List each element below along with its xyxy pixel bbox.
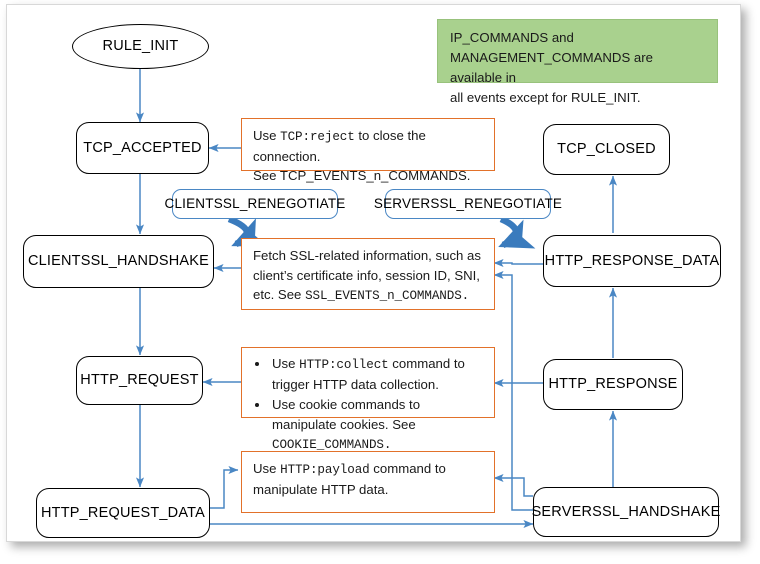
node-http-response[interactable]: HTTP_RESPONSE	[543, 359, 683, 410]
edge-serverssl-handshake-to-payload-note	[493, 473, 533, 497]
node-clientssl-handshake[interactable]: CLIENTSSL_HANDSHAKE	[23, 235, 214, 288]
edge-http-request-data-to-payload-note	[210, 465, 239, 509]
note-tcp-line-2-prefix: See	[253, 168, 280, 184]
note-tcp-line-1: Use TCP:reject to close the connection.	[253, 126, 484, 166]
note-payload-line-1-suffix: command to	[369, 461, 446, 476]
node-serverssl-handshake[interactable]: SERVERSSL_HANDSHAKE	[531, 487, 721, 537]
info-banner-line-3: all events except for RULE_INIT.	[450, 90, 641, 106]
note-http-bullet-2: Use cookie commands to manipulate cookie…	[270, 395, 484, 455]
note-ssl-line-3-prefix: etc. See	[253, 287, 306, 303]
note-payload-line-1-prefix: Use	[253, 461, 281, 476]
node-http-request-data[interactable]: HTTP_REQUEST_DATA	[36, 488, 210, 538]
note-payload-line-1: Use HTTP:payload command to	[253, 459, 484, 480]
node-clientssl-renegotiate-label: CLIENTSSL_RENEGOTIATE	[164, 196, 346, 212]
node-rule-init-label: RULE_INIT	[102, 38, 179, 55]
note-http-bullet-1-suffix: command to trigger HTTP data collection.	[272, 356, 465, 392]
note-cookie-reference: COOKIE_COMMANDS.	[272, 438, 392, 453]
note-http-bullet-2-prefix: Use cookie commands to manipulate cookie…	[272, 397, 421, 432]
node-http-request-data-label: HTTP_REQUEST_DATA	[41, 504, 205, 521]
note-http-bullet-list: Use HTTP:collect command to trigger HTTP…	[253, 354, 484, 455]
node-tcp-closed-label: TCP_CLOSED	[557, 141, 656, 158]
note-ssl-line-1: Fetch SSL-related information, such as	[253, 248, 481, 263]
note-payload-line-2: manipulate HTTP data.	[253, 481, 389, 497]
edge-http-response-data-to-ssl-note	[493, 258, 543, 268]
node-tcp-closed[interactable]: TCP_CLOSED	[543, 124, 670, 175]
node-http-response-data[interactable]: HTTP_RESPONSE_DATA	[543, 235, 721, 287]
node-serverssl-handshake-label: SERVERSSL_HANDSHAKE	[531, 503, 721, 520]
info-banner-line-2: MANAGEMENT_COMMANDS are available in	[450, 50, 653, 86]
note-payload-command: HTTP:payload	[280, 463, 370, 477]
edge-serverssl-renegotiate-hook	[498, 216, 536, 249]
note-tcp-line-2: See TCP_EVENTS_n_COMMANDS.	[253, 166, 484, 186]
edge-serverssl-handshake-to-ssl-note	[493, 270, 533, 511]
note-http-commands: Use HTTP:collect command to trigger HTTP…	[241, 347, 495, 452]
note-http-payload: Use HTTP:payload command to manipulate H…	[241, 451, 495, 513]
note-tcp-line-1-suffix: to close the connection.	[253, 128, 426, 164]
note-http-collect-command: HTTP:collect	[299, 358, 389, 372]
node-http-request-label: HTTP_REQUEST	[80, 372, 199, 389]
node-tcp-accepted[interactable]: TCP_ACCEPTED	[76, 122, 209, 174]
node-clientssl-renegotiate[interactable]: CLIENTSSL_RENEGOTIATE	[165, 189, 345, 219]
note-tcp-reference: TCP_EVENTS_n_COMMANDS.	[279, 168, 471, 184]
node-http-response-data-label: HTTP_RESPONSE_DATA	[544, 252, 720, 269]
info-banner: IP_COMMANDS and MANAGEMENT_COMMANDS are …	[437, 19, 718, 105]
node-serverssl-renegotiate-label: SERVERSSL_RENEGOTIATE	[373, 196, 563, 212]
note-http-bullet-1-prefix: Use	[272, 356, 300, 371]
note-ssl-info: Fetch SSL-related information, such as c…	[241, 238, 495, 310]
note-tcp-command: TCP:reject	[280, 130, 355, 144]
node-tcp-accepted-label: TCP_ACCEPTED	[83, 139, 202, 156]
note-ssl-reference: SSL_EVENTS_n_COMMANDS.	[305, 289, 470, 304]
note-ssl-line-3: etc. See SSL_EVENTS_n_COMMANDS.	[253, 285, 484, 306]
info-banner-line-1: IP_COMMANDS and	[450, 30, 574, 45]
edge-clientssl-renegotiate-hook	[227, 215, 269, 247]
note-ssl-line-2: client’s certificate info, session ID, S…	[253, 267, 480, 283]
node-clientssl-handshake-label: CLIENTSSL_HANDSHAKE	[27, 253, 210, 270]
note-tcp-line-1-prefix: Use	[253, 128, 281, 143]
note-http-bullet-1: Use HTTP:collect command to trigger HTTP…	[270, 354, 484, 394]
note-tcp-reject: Use TCP:reject to close the connection. …	[241, 118, 495, 183]
node-serverssl-renegotiate[interactable]: SERVERSSL_RENEGOTIATE	[374, 189, 562, 219]
node-rule-init[interactable]: RULE_INIT	[72, 24, 209, 69]
node-http-request[interactable]: HTTP_REQUEST	[76, 356, 203, 405]
node-http-response-label: HTTP_RESPONSE	[548, 376, 678, 393]
